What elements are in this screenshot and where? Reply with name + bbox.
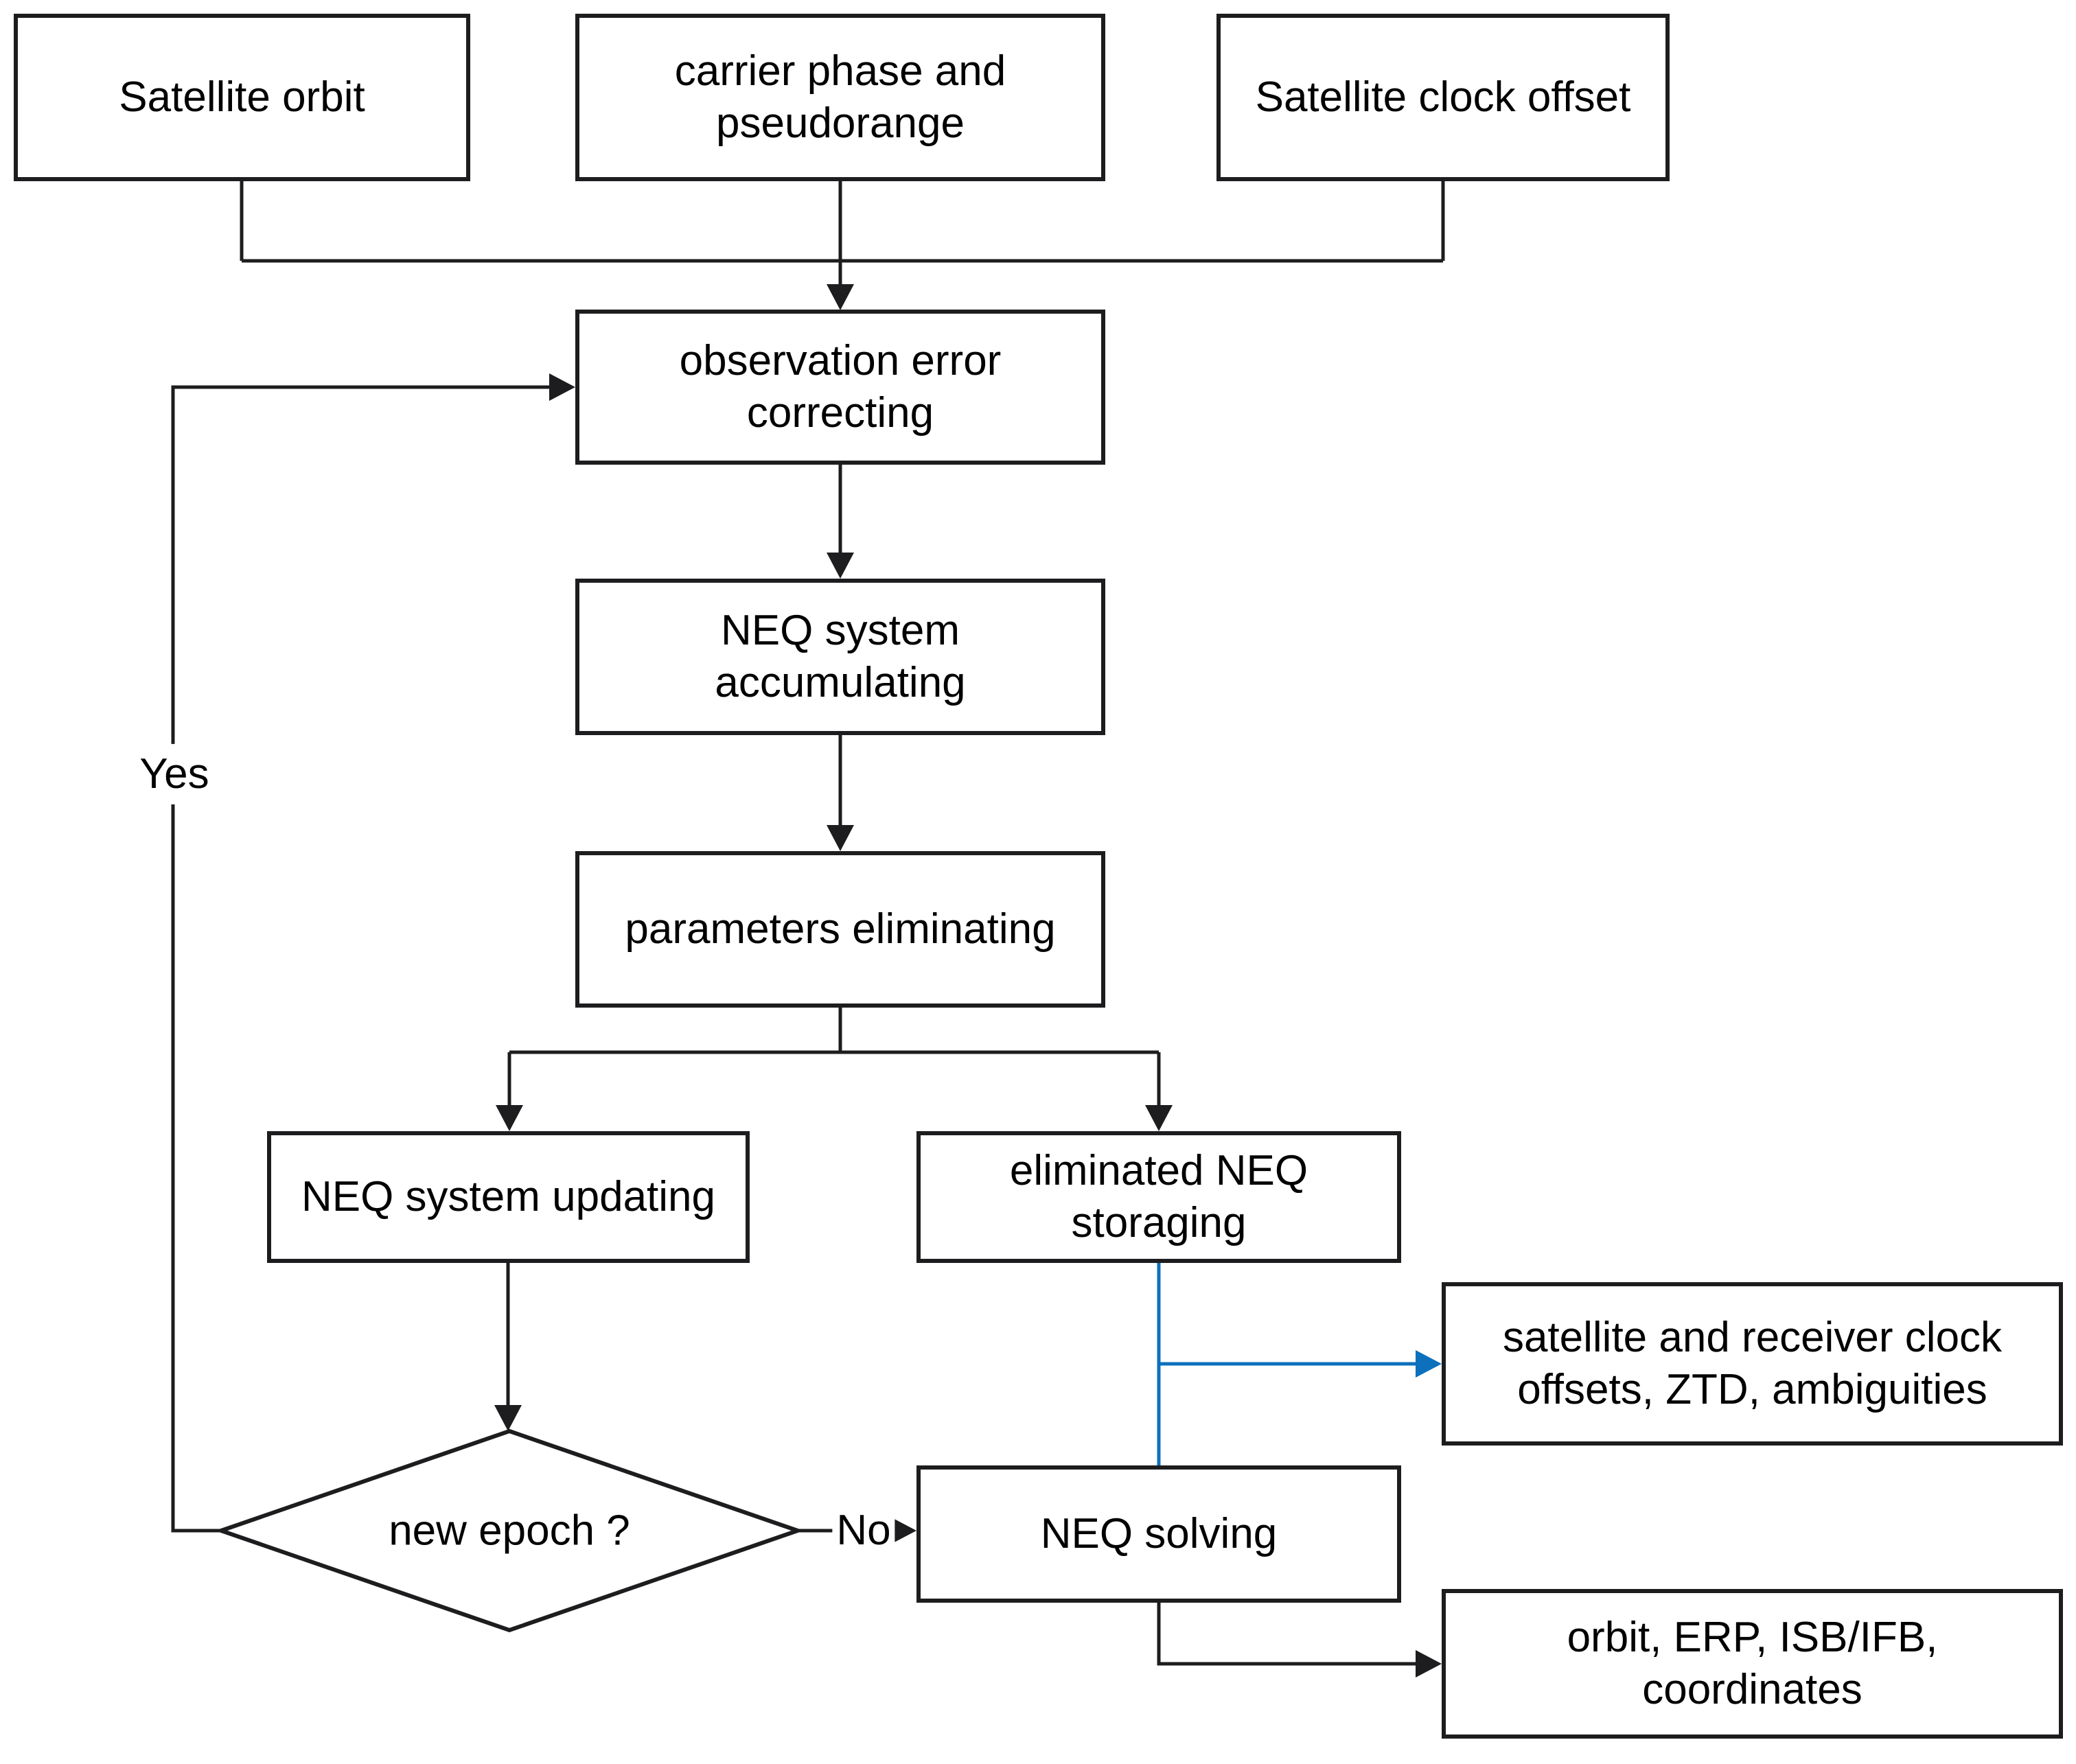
connector-yes-loop [171,385,549,1533]
connector-solving-to-orbit-output [1157,1603,1416,1666]
node-eliminated-neq-storaging: eliminated NEQ storaging [916,1131,1401,1263]
arrowhead-into-solving [890,1517,916,1544]
edge-label-no: No [832,1500,895,1562]
arrowhead-into-observation-left [549,373,575,401]
arrowhead-into-observation-top [827,284,854,310]
edge-label-yes: Yes [135,743,214,805]
node-neq-system-updating: NEQ system updating [267,1131,750,1263]
arrowhead-into-eliminating [827,825,854,851]
arrowhead-into-clock-output-blue [1416,1350,1442,1378]
arrowhead-into-decision [494,1405,522,1431]
node-parameters-eliminating: parameters eliminating [575,851,1105,1008]
arrowhead-into-accumulating [827,553,854,579]
node-satellite-orbit: Satellite orbit [14,14,470,181]
decision-diamond-label: new epoch ? [389,1507,630,1555]
node-observation-error-correcting: observation error correcting [575,310,1105,465]
arrowhead-into-orbit-output [1416,1650,1442,1678]
decision-diamond-shape [214,1428,805,1633]
node-satellite-clock-offset: Satellite clock offset [1216,14,1670,181]
node-carrier-phase-pseudorange: carrier phase and pseudorange [575,14,1105,181]
node-neq-system-accumulating: NEQ system accumulating [575,579,1105,735]
node-neq-solving: NEQ solving [916,1465,1401,1603]
arrowhead-into-storaging [1145,1105,1173,1131]
connector-split [509,1008,1159,1054]
node-clock-ztd-ambiguities-output: satellite and receiver clock offsets, ZT… [1442,1282,2063,1446]
node-orbit-erp-output: orbit, ERP, ISB/IFB, coordinates [1442,1589,2063,1739]
arrowhead-into-updating [496,1105,523,1131]
